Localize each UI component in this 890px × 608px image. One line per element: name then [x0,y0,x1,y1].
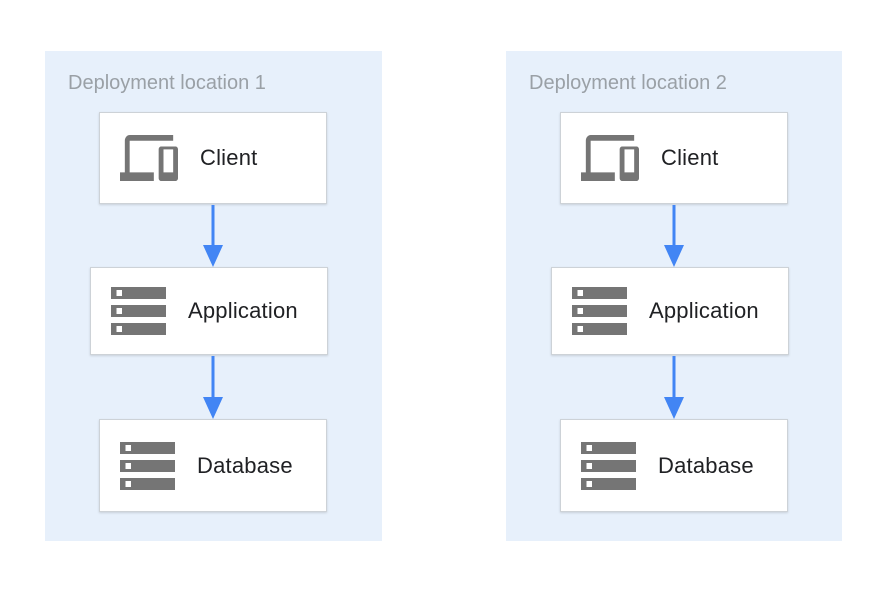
database-node-label: Database [658,452,754,478]
client-node: Client [99,112,327,204]
database-node-label: Database [197,452,293,478]
server-storage-icon [111,287,166,335]
arrow-application-to-database [203,356,223,419]
application-node-label: Application [188,298,298,323]
application-node: Application [90,267,328,355]
server-storage-icon [572,287,627,335]
application-node: Application [551,267,789,355]
arrow-client-to-application [203,205,223,267]
client-devices-icon [120,135,178,181]
client-devices-icon [581,135,639,181]
database-node: Database [560,419,788,512]
database-node: Database [99,419,327,512]
client-node-label: Client [661,145,719,170]
server-storage-icon [581,441,636,490]
client-node-label: Client [200,145,258,170]
server-storage-icon [120,441,175,490]
deployment-location-2-panel: Deployment location 2 Client Application [506,51,842,541]
panel-title: Deployment location 1 [68,72,266,94]
arrow-client-to-application [664,205,684,267]
client-node: Client [560,112,788,204]
arrow-application-to-database [664,356,684,419]
panel-title: Deployment location 2 [529,72,727,94]
application-node-label: Application [649,298,759,323]
deployment-location-1-panel: Deployment location 1 Client Application [45,51,382,541]
